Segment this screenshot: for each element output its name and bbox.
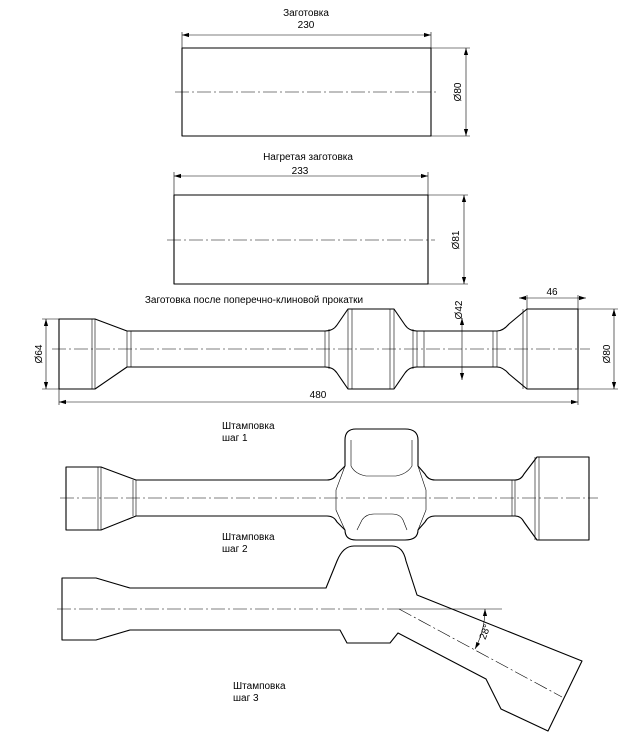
step3-label-line2: шаг 3 [233, 693, 259, 704]
step2-outline [61, 545, 583, 732]
step1-outline [65, 428, 590, 541]
step1-view: Штамповка шаг 1 [60, 421, 598, 541]
step1-label-line1: Штамповка [222, 421, 275, 432]
blank-length-dim: 230 [298, 20, 315, 31]
heated-diameter-dim: Ø81 [451, 230, 462, 249]
step2-label-line2: шаг 2 [222, 544, 248, 555]
rolled-billet-view: Заготовка после поперечно-клиновой прока… [34, 287, 618, 405]
blank-view: Заготовка 230 Ø80 [175, 8, 470, 137]
blank-diameter-dim: Ø80 [453, 82, 464, 101]
step1-label-line2: шаг 1 [222, 433, 248, 444]
step3-label-line1: Штамповка [233, 681, 286, 692]
rolled-left-diameter-dim: Ø64 [34, 344, 45, 363]
heated-length-dim: 233 [292, 166, 309, 177]
heated-body [173, 194, 429, 285]
heated-title: Нагретая заготовка [263, 152, 353, 163]
rolled-title: Заготовка после поперечно-клиновой прока… [145, 295, 363, 306]
step3-angle-dim: 28° [478, 623, 494, 641]
rolled-mid-diameter-dim: Ø42 [454, 300, 465, 319]
rolled-right-diameter-dim: Ø80 [602, 344, 613, 363]
heated-blank-view: Нагретая заготовка 233 Ø81 [167, 152, 468, 285]
blank-title: Заготовка [283, 8, 329, 19]
step2-label-line1: Штамповка [222, 532, 275, 543]
step2-view: Штамповка шаг 2 28° Штамповка шаг 3 [57, 532, 583, 732]
rolled-total-length-dim: 480 [310, 390, 327, 401]
rolled-end-length-dim: 46 [546, 287, 558, 298]
